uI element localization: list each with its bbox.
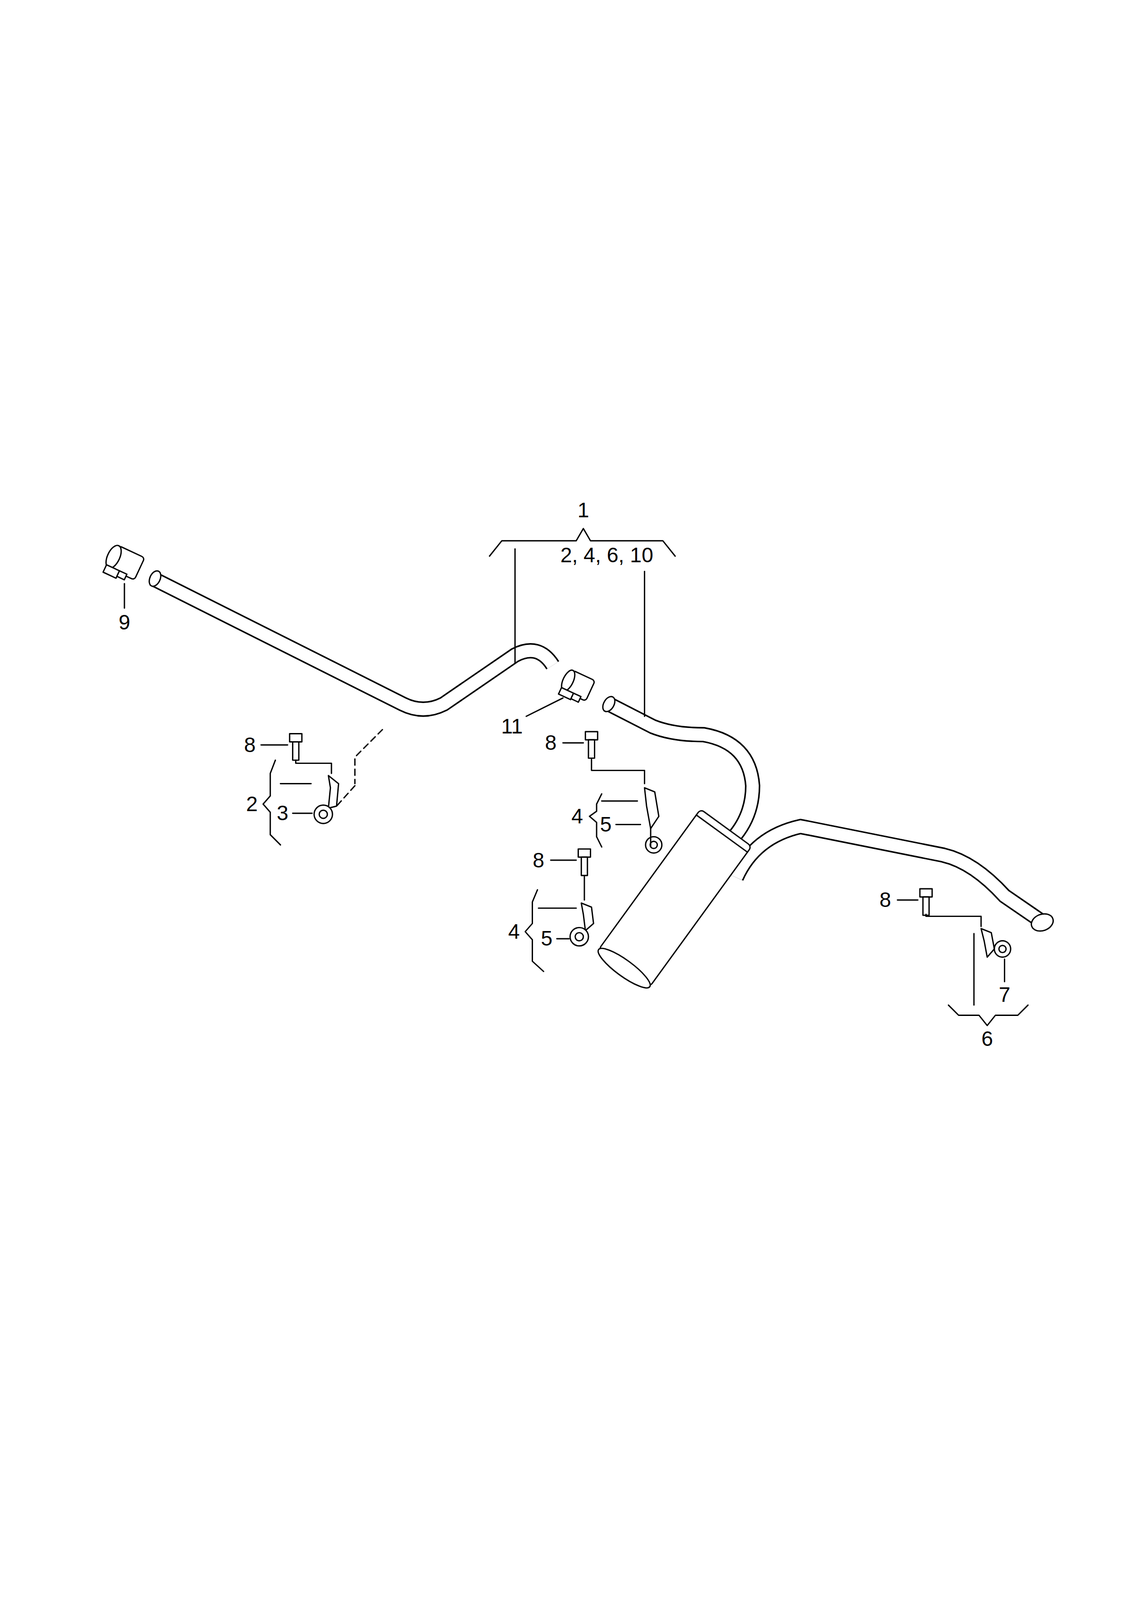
callout-number: 1 [577, 499, 590, 521]
drawing-stroke [601, 800, 638, 802]
drawing-stroke [295, 760, 332, 774]
drawing-stroke [644, 787, 659, 829]
callout-number: 8 [544, 731, 557, 753]
callout-number: 5 [540, 927, 553, 949]
drawing-stroke [526, 697, 564, 717]
drawing-stroke [292, 741, 299, 760]
drawing-stroke [589, 793, 602, 847]
callout-number: 8 [244, 734, 257, 756]
drawing-stroke [336, 785, 355, 806]
drawing-stroke [575, 932, 584, 941]
drawing-stroke [994, 940, 1011, 958]
drawing-stroke [897, 898, 919, 901]
callout-number: 9 [118, 611, 131, 633]
drawing-stroke [998, 945, 1007, 953]
drawing-stroke [923, 896, 929, 915]
drawing-stroke [696, 814, 748, 852]
drawing-stroke [1003, 958, 1006, 982]
drawing-stroke [616, 823, 641, 825]
drawing-stroke [570, 927, 589, 946]
drawing-stroke [147, 568, 164, 588]
callout-number: 2, 4, 6, 10 [560, 544, 654, 566]
drawing-stroke [261, 744, 288, 746]
drawing-stroke [292, 812, 313, 814]
muffler [593, 809, 752, 993]
callout-number: 8 [879, 888, 892, 910]
drawing-stroke [926, 913, 982, 927]
drawing-stroke [736, 826, 1041, 921]
drawing-stroke [319, 809, 328, 819]
drawing-stroke [593, 942, 655, 993]
drawing-stroke [600, 694, 618, 714]
drawing-stroke [355, 729, 383, 784]
drawing-stroke [919, 888, 933, 897]
bolts [289, 731, 933, 915]
callout-number: 2 [246, 793, 258, 815]
leader-lines [124, 528, 1028, 1026]
drawing-stroke [289, 733, 302, 760]
drawing-stroke [608, 703, 753, 839]
drawing-stroke [585, 731, 598, 740]
callout-number: 6 [981, 1027, 993, 1049]
drawing-stroke [563, 741, 584, 744]
callout-number: 8 [532, 849, 545, 871]
drawing-stroke [591, 759, 645, 784]
drawing-stroke [736, 826, 1041, 921]
drawing-stroke [581, 902, 594, 931]
drawing-stroke [289, 733, 302, 742]
drawing-stroke [556, 667, 596, 706]
pipes [147, 568, 1056, 934]
clamps [100, 543, 596, 706]
drawing-stroke [588, 739, 595, 758]
drawing-stroke [645, 836, 662, 853]
hangers [314, 775, 1011, 958]
callout-number: 4 [508, 920, 520, 942]
drawing-stroke [314, 805, 333, 824]
drawing-stroke [538, 907, 577, 909]
drawing-stroke [973, 933, 975, 1005]
drawing-stroke [514, 548, 516, 664]
drawing-stroke [585, 731, 598, 758]
drawing-stroke [280, 782, 312, 785]
callout-number: 4 [571, 805, 584, 827]
callout-number: 5 [599, 813, 612, 835]
drawing-stroke [578, 848, 591, 875]
drawing-stroke [919, 888, 933, 915]
drawing-stroke [328, 775, 339, 809]
drawing-stroke [981, 928, 995, 958]
drawing-stroke [1028, 910, 1056, 934]
drawing-stroke [153, 578, 553, 710]
drawing-stroke [578, 848, 591, 857]
callout-number: 3 [276, 802, 289, 824]
drawing-stroke [581, 856, 588, 875]
drawing-stroke [571, 692, 582, 702]
drawing-stroke [608, 703, 753, 839]
drawing-stroke [643, 571, 646, 717]
drawing-stroke [153, 578, 553, 710]
drawing-stroke [123, 583, 126, 608]
drawing-stroke [583, 876, 586, 900]
drawing-stroke [650, 828, 652, 847]
drawing-stroke [556, 938, 569, 940]
drawing-stroke [116, 570, 127, 580]
drawing-stroke [948, 1004, 1028, 1026]
drawing-stroke [550, 859, 577, 861]
drawing-stroke [100, 543, 145, 586]
callout-number: 11 [501, 715, 524, 737]
callout-number: 7 [998, 983, 1011, 1005]
